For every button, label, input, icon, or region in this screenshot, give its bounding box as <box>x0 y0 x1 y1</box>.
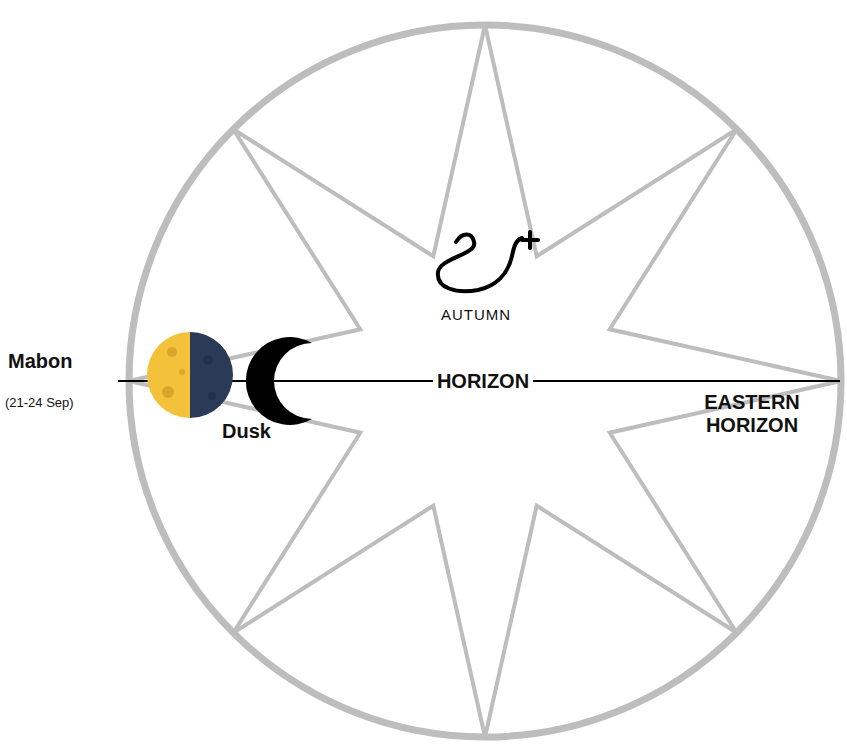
direction-label: EASTERN HORIZON <box>687 391 817 437</box>
time-label: Dusk <box>222 420 271 443</box>
season-name: Mabon <box>8 350 72 373</box>
crescent-moon <box>246 337 312 425</box>
half-moon <box>147 332 233 418</box>
horizon-label: HORIZON <box>433 370 533 393</box>
season-label: AUTUMN <box>441 306 511 323</box>
date-range: (21-24 Sep) <box>5 396 74 411</box>
autumn-symbol <box>438 232 538 291</box>
